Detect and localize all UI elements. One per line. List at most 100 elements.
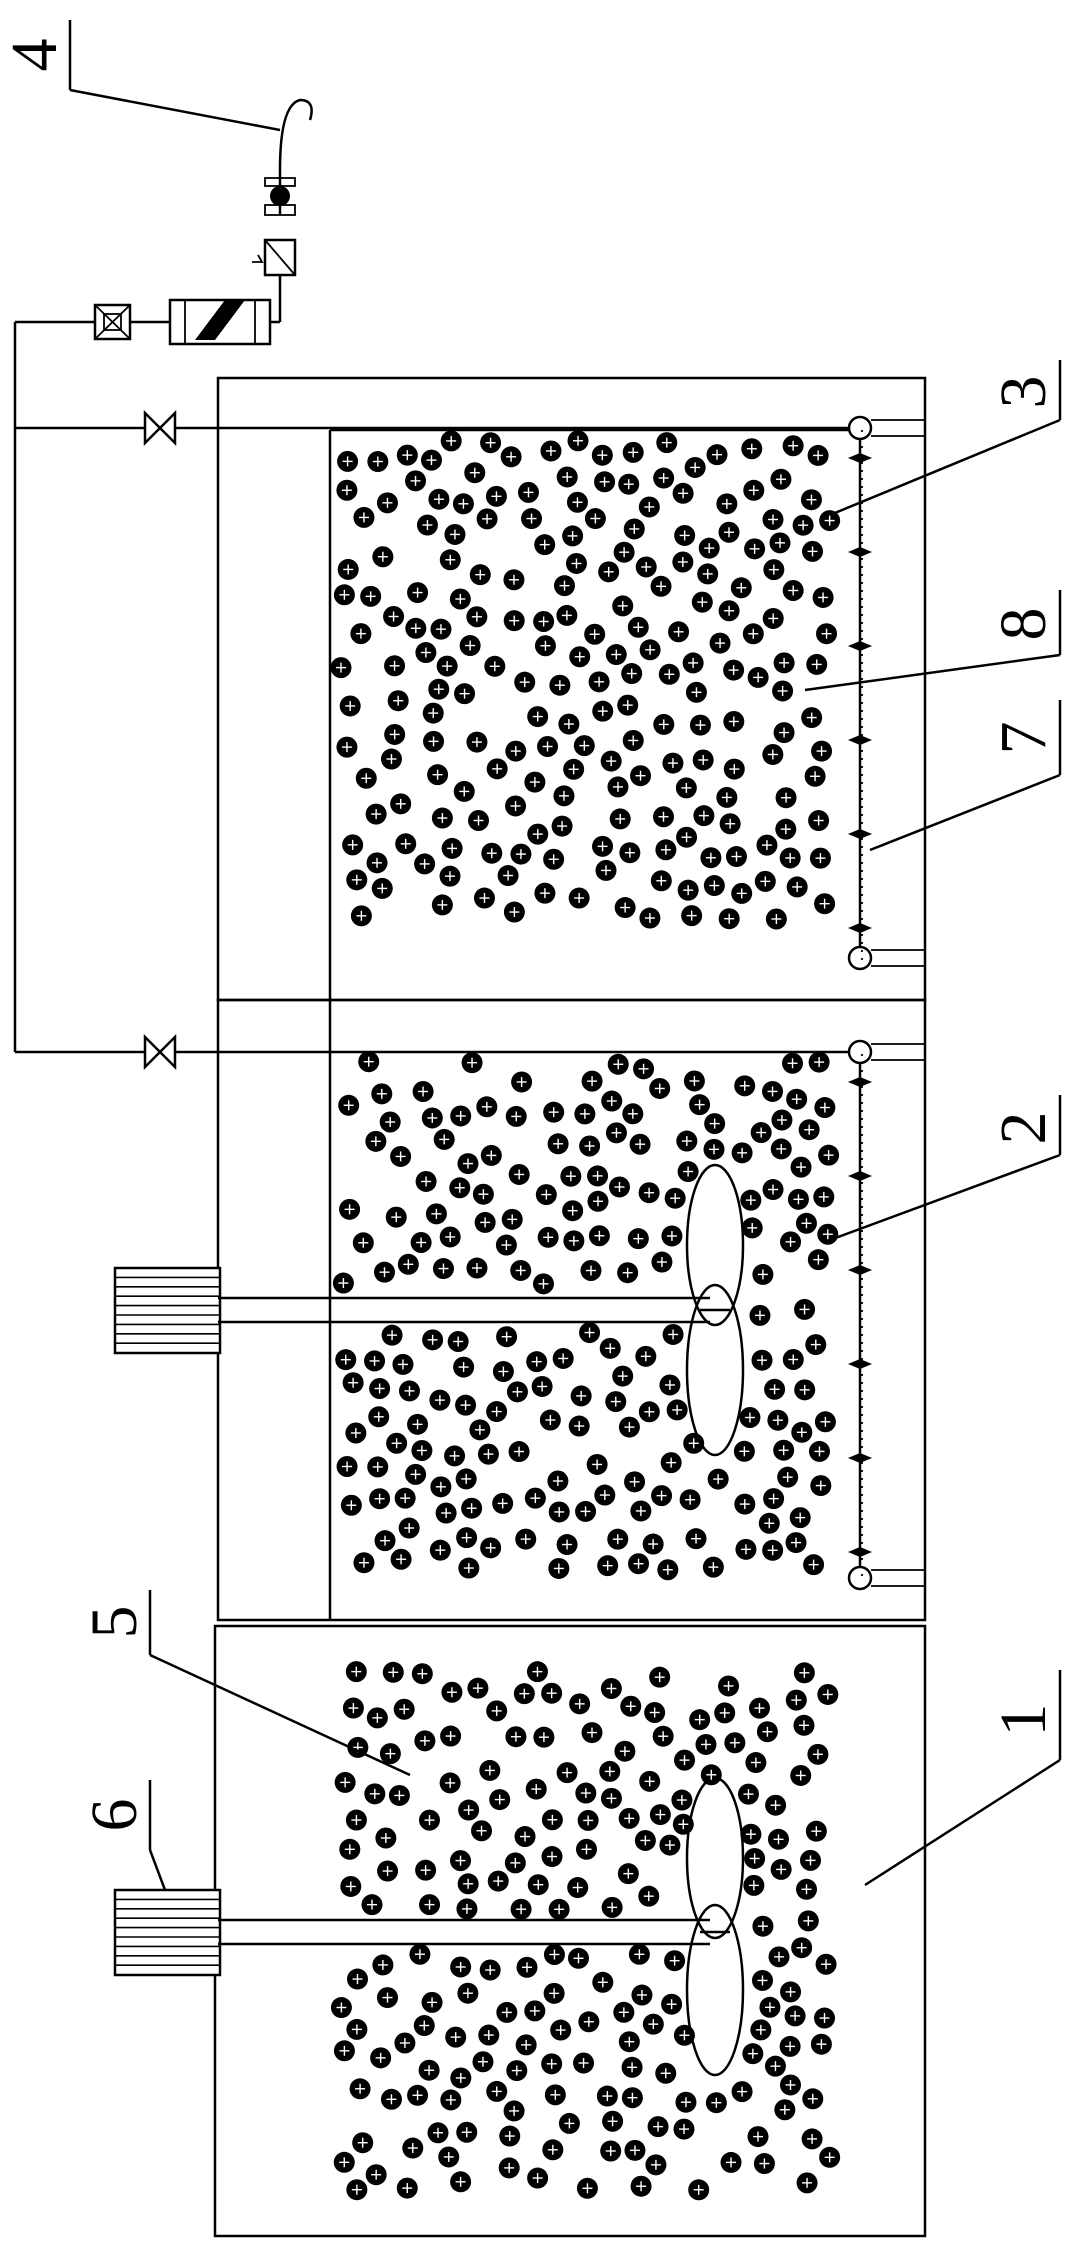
media-ball-icon: [655, 2062, 677, 2084]
media-ball-icon: [731, 2081, 753, 2103]
media-ball-icon: [638, 496, 660, 518]
media-ball-icon: [569, 646, 591, 668]
nozzle-icon: [848, 923, 872, 933]
media-ball-icon: [469, 564, 491, 586]
media-ball-icon: [412, 1080, 434, 1102]
media-ball-icon: [723, 710, 745, 732]
media-ball-icon: [795, 1878, 817, 1900]
media-ball-icon: [562, 525, 584, 547]
media-ball-icon: [771, 1109, 793, 1131]
media-ball-icon: [364, 1350, 386, 1372]
media-ball-icon: [719, 813, 741, 835]
media-ball-icon: [576, 1838, 598, 1860]
media-ball-icon: [445, 2026, 467, 2048]
media-ball-icon: [433, 1128, 455, 1150]
media-ball-icon: [618, 1807, 640, 1829]
media-ball-icon: [430, 618, 452, 640]
media-ball-icon: [630, 2175, 652, 2197]
media-ball-icon: [652, 1725, 674, 1747]
media-ball-icon: [527, 823, 549, 845]
media-ball-icon: [614, 1740, 636, 1762]
media-ball-icon: [724, 1732, 746, 1754]
media-ball-icon: [695, 1733, 717, 1755]
media-ball-icon: [549, 674, 571, 696]
media-ball-icon: [453, 1356, 475, 1378]
media-ball-icon: [651, 1251, 673, 1273]
media-ball-icon: [346, 2018, 368, 2040]
media-ball-icon: [780, 1981, 802, 2003]
media-ball-icon: [702, 1556, 724, 1578]
media-ball-icon: [790, 1764, 812, 1786]
nozzle-icon: [848, 1265, 872, 1275]
media-ball-icon: [556, 1762, 578, 1784]
media-ball-icon: [407, 1413, 429, 1435]
media-ball-icon: [575, 1500, 597, 1522]
media-ball-icon: [782, 579, 804, 601]
media-ball-icon: [600, 1677, 622, 1699]
media-ball-icon: [444, 523, 466, 545]
media-ball-icon: [458, 1557, 480, 1579]
media-ball-icon: [795, 1212, 817, 1234]
media-ball-icon: [627, 1228, 649, 1250]
media-ball-icon: [550, 2019, 572, 2041]
media-ball-icon: [697, 563, 719, 585]
media-ball-icon: [398, 1380, 420, 1402]
media-ball-icon: [805, 1820, 827, 1842]
media-ball-icon: [779, 847, 801, 869]
media-ball-icon: [330, 657, 352, 679]
media-ball-icon: [388, 1784, 410, 1806]
media-ball-icon: [716, 493, 738, 515]
media-ball-icon: [749, 1304, 771, 1326]
media-ball-icon: [360, 585, 382, 607]
media-ball-icon: [440, 430, 462, 452]
media-ball-icon: [558, 713, 580, 735]
media-ball-icon: [624, 2139, 646, 2161]
media-ball-icon: [383, 606, 405, 628]
media-ball-icon: [431, 807, 453, 829]
media-ball-icon: [405, 617, 427, 639]
media-ball-icon: [548, 1557, 570, 1579]
nozzle-icon: [848, 547, 872, 557]
media-ball-icon: [526, 1661, 548, 1683]
media-ball-icon: [548, 1898, 570, 1920]
media-ball-icon: [567, 430, 589, 452]
media-ball-icon: [677, 879, 699, 901]
media-ball-icon: [374, 1530, 396, 1552]
media-ball-icon: [810, 2033, 832, 2055]
media-ball-icon: [431, 894, 453, 916]
media-ball-icon: [393, 1698, 415, 1720]
media-ball-icon: [638, 1885, 660, 1907]
media-ball-icon: [791, 1937, 813, 1959]
media-ball-icon: [709, 632, 731, 654]
media-ball-icon: [373, 1261, 395, 1283]
media-ball-icon: [510, 843, 532, 865]
impeller-icon: [685, 1163, 745, 1457]
media-ball-icon: [635, 556, 657, 578]
media-ball-icon: [534, 882, 556, 904]
media-ball-icon: [486, 758, 508, 780]
media-ball-icon: [574, 1103, 596, 1125]
media-ball-icon: [352, 2132, 374, 2154]
media-ball-icon: [621, 663, 643, 685]
media-ball-icon: [468, 810, 490, 832]
media-ball-icon: [605, 644, 627, 666]
media-ball-icon: [531, 1375, 553, 1397]
media-ball-icon: [762, 607, 784, 629]
media-ball-icon: [731, 882, 753, 904]
impeller-icon: [685, 1776, 745, 2077]
media-ball-icon: [464, 462, 486, 484]
media-ball-icon: [774, 2099, 796, 2121]
media-ball-icon: [382, 1661, 404, 1683]
media-ball-icon: [371, 877, 393, 899]
media-ball-icon: [672, 551, 694, 573]
media-ball-icon: [457, 1982, 479, 2004]
media-ball-icon: [369, 1488, 391, 1510]
media-ball-icon: [469, 1419, 491, 1441]
media-ball-icon: [624, 1471, 646, 1493]
media-ball-icon: [553, 575, 575, 597]
media-ball-icon: [336, 736, 358, 758]
media-ball-icon: [456, 1898, 478, 1920]
aerator-nozzles: [848, 453, 872, 1557]
media-ball-icon: [801, 707, 823, 729]
media-ball-icon: [661, 1993, 683, 2015]
